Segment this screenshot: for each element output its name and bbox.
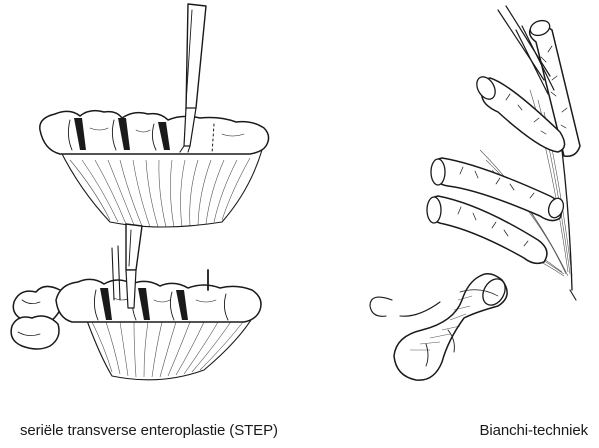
bianchi-anastomosis xyxy=(370,274,510,380)
bianchi-middle-tubes xyxy=(427,158,566,263)
bianchi-upper-tubes xyxy=(473,6,580,156)
bianchi-drawing xyxy=(330,0,599,410)
bianchi-illustration xyxy=(330,0,599,410)
step-upper-mesentery xyxy=(70,158,250,227)
step-upper-bowel-segment xyxy=(40,111,269,227)
step-lower-bowel-segment xyxy=(11,270,261,380)
step-drawing xyxy=(0,0,320,410)
step-caption: seriële transverse enteroplastie (STEP) xyxy=(20,422,278,440)
step-lower-mesentery xyxy=(92,318,246,377)
step-illustration xyxy=(0,0,320,410)
bianchi-caption: Bianchi-techniek xyxy=(480,422,588,440)
